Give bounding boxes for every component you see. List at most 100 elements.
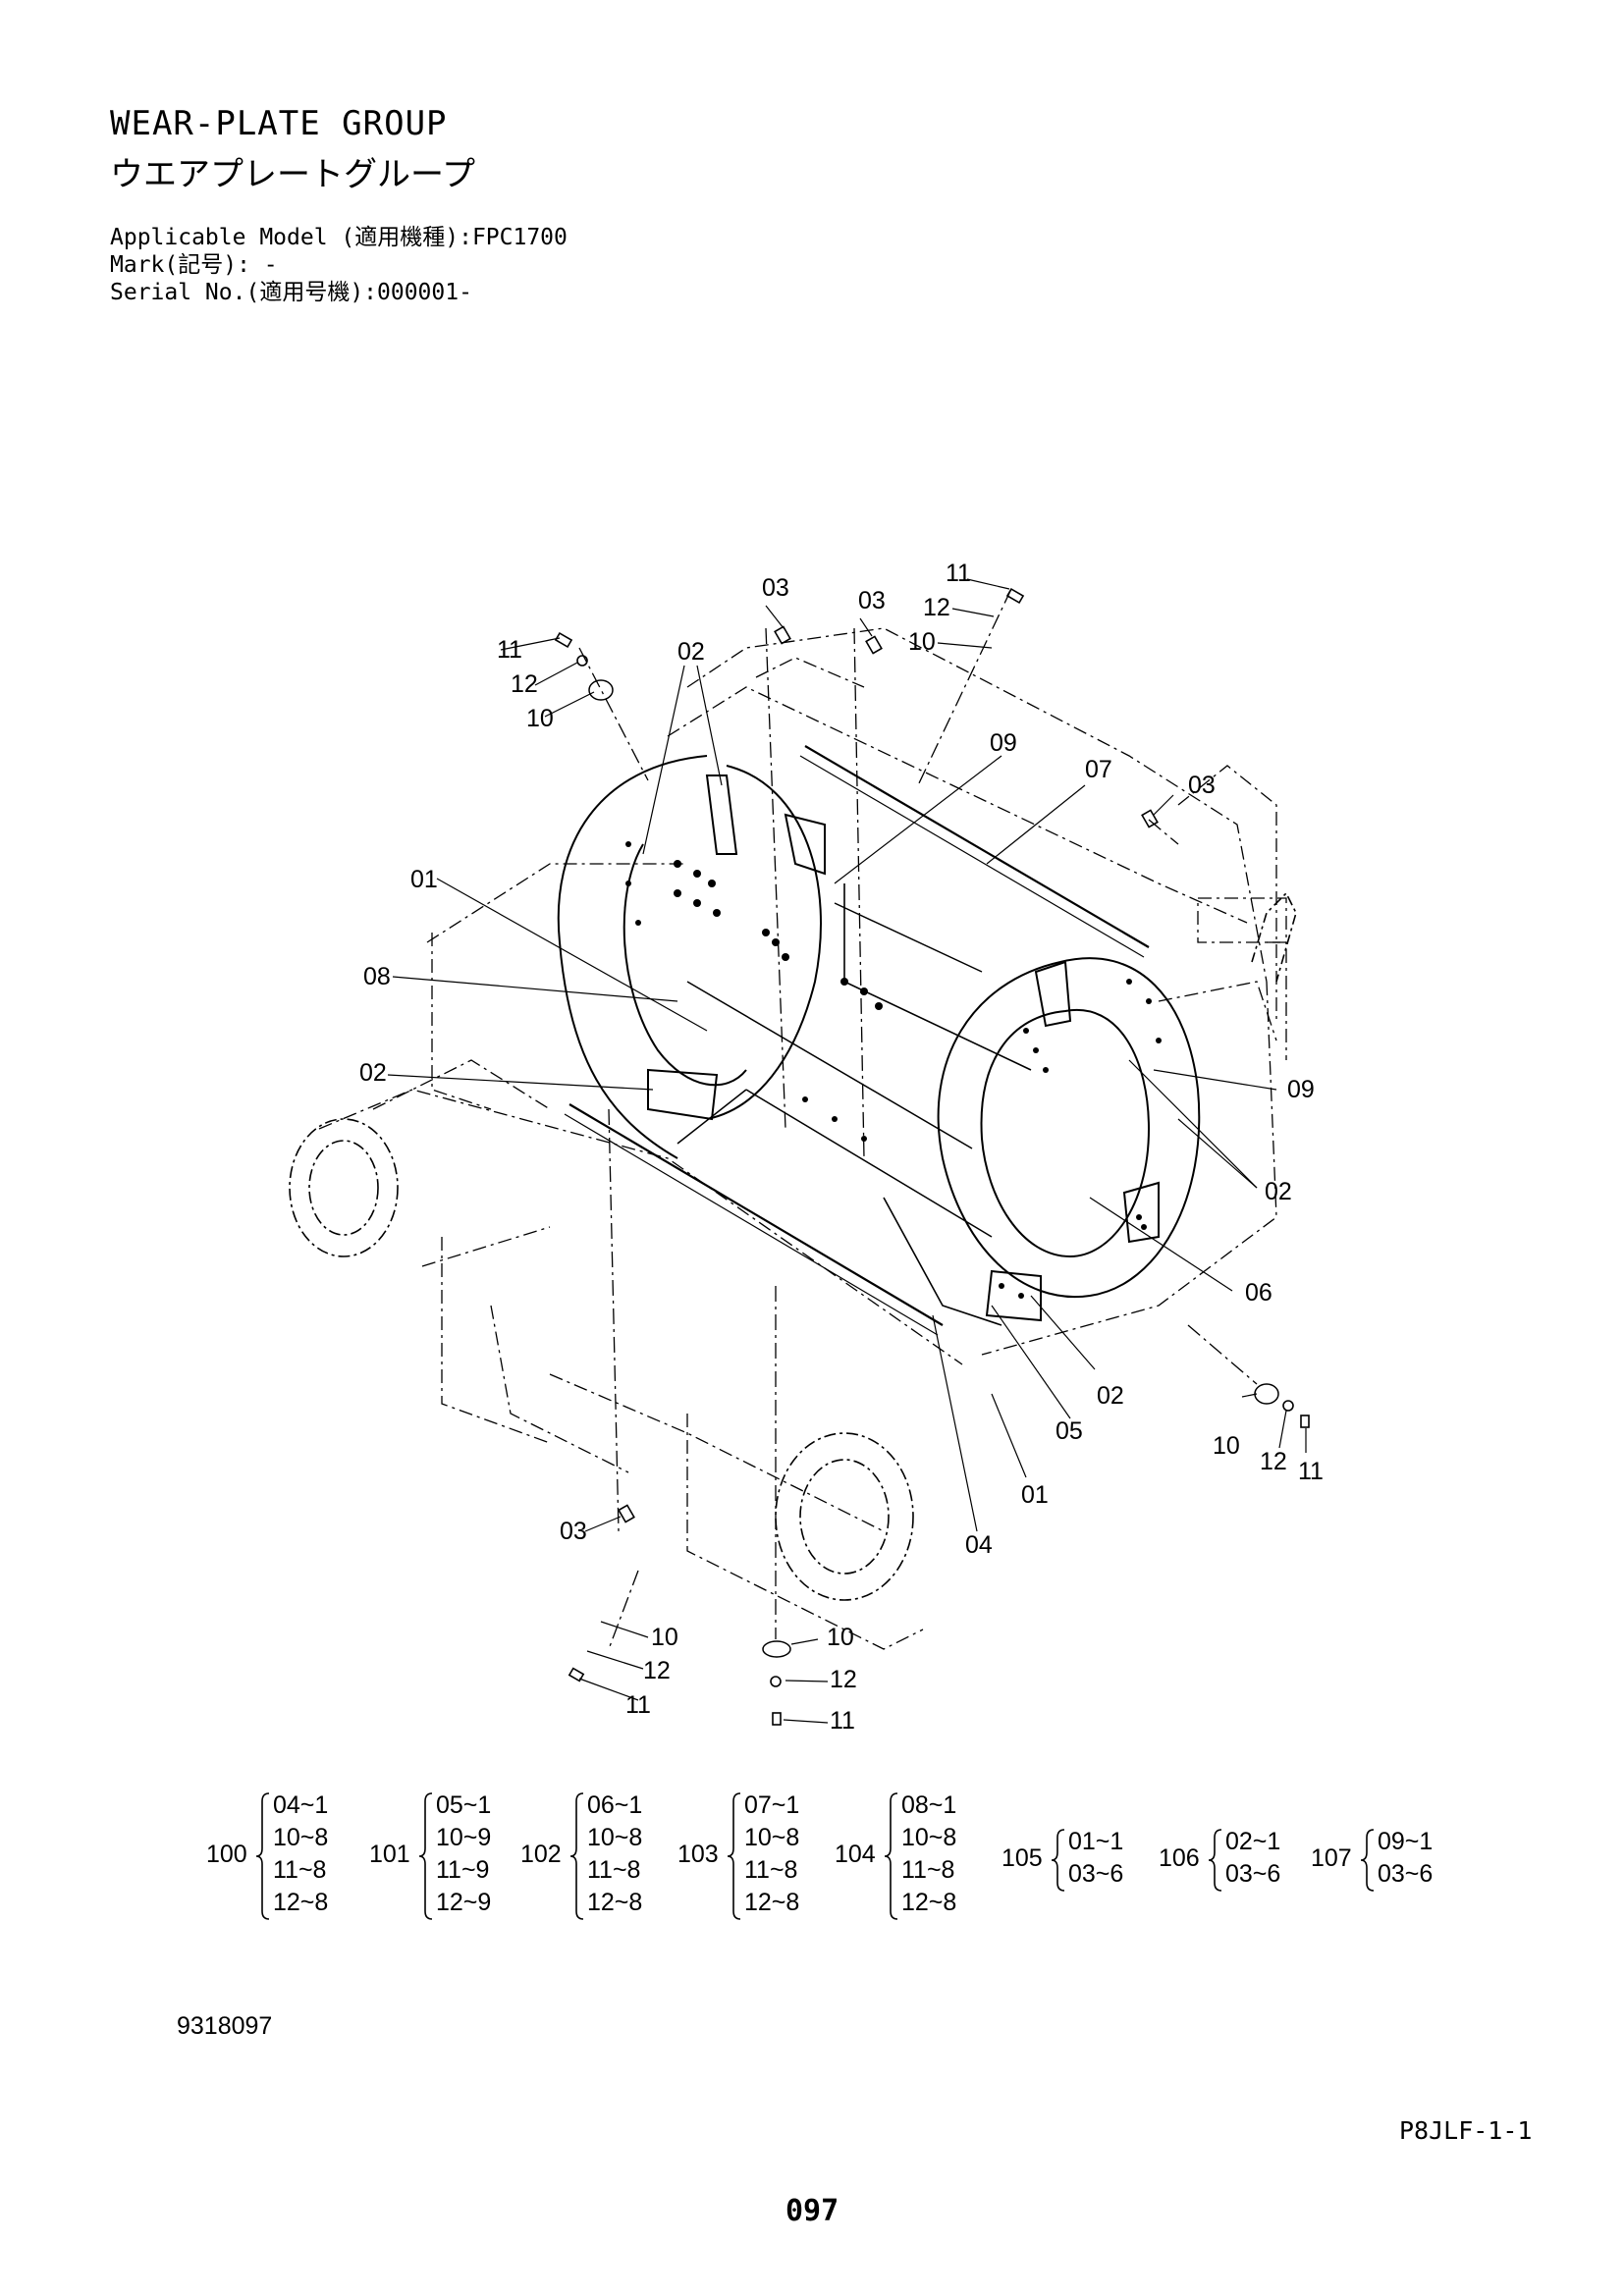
group-number: 104 [835, 1841, 876, 1868]
group-item: 03~6 [1378, 1860, 1434, 1888]
brace-icon [1051, 1829, 1065, 1892]
brace-icon [884, 1792, 898, 1920]
bottom-rail-strip [568, 1103, 944, 1326]
bolt-03-b [865, 635, 883, 655]
callout-11: 11 [830, 1707, 855, 1735]
applicable-model: Applicable Model (適用機種):FPC1700 [110, 225, 568, 250]
callout-01: 01 [410, 866, 438, 893]
group-item: 09~1 [1378, 1828, 1434, 1855]
callout-02: 02 [677, 638, 705, 666]
group-item: 12~8 [744, 1889, 800, 1916]
callout-03: 03 [858, 587, 886, 614]
callout-11: 11 [1298, 1458, 1324, 1485]
callout-06: 06 [1245, 1279, 1272, 1307]
drawing-number: 9318097 [177, 2012, 273, 2040]
bolt-11-top-left [554, 631, 573, 649]
callout-10: 10 [526, 705, 554, 732]
callout-02: 02 [1097, 1382, 1124, 1410]
group-number: 101 [369, 1841, 410, 1868]
callout-01: 01 [1021, 1481, 1049, 1509]
brace-icon [1360, 1829, 1375, 1892]
group-item: 03~6 [1225, 1860, 1281, 1888]
sheet-id: P8JLF-1-1 [1399, 2116, 1533, 2145]
callout-04: 04 [965, 1531, 993, 1559]
group-item: 11~8 [587, 1856, 641, 1884]
callout-12: 12 [830, 1666, 857, 1693]
callout-10: 10 [908, 628, 936, 656]
callout-10: 10 [827, 1624, 854, 1651]
group-item: 04~1 [273, 1791, 329, 1819]
callout-03: 03 [1188, 772, 1216, 799]
washer-bottom [762, 1640, 791, 1658]
callout-02: 02 [359, 1059, 387, 1087]
callout-05: 05 [1056, 1417, 1083, 1445]
group-item: 06~1 [587, 1791, 643, 1819]
right-wear-plate [937, 957, 1201, 1322]
callout-12: 12 [511, 670, 538, 698]
group-item: 11~8 [901, 1856, 955, 1884]
page-title-japanese: ウエアプレートグループ [110, 155, 475, 194]
brace-icon [418, 1792, 433, 1920]
assembly-group: 107 09~1 03~6 [1311, 1828, 1458, 1893]
frame-dashed-outline [318, 627, 1287, 1650]
group-number: 107 [1311, 1844, 1352, 1872]
group-item: 10~8 [744, 1824, 800, 1851]
callout-11: 11 [497, 636, 522, 664]
bolt-03-d [618, 1504, 635, 1523]
bolt-11-bottom-left [568, 1667, 585, 1682]
bottom-bore-ring [775, 1432, 914, 1601]
left-bore-ring [289, 1118, 399, 1257]
callout-12: 12 [643, 1657, 671, 1684]
top-rail-strip [804, 745, 1150, 948]
group-item: 10~9 [436, 1824, 492, 1851]
group-item: 10~8 [901, 1824, 957, 1851]
brace-icon [255, 1792, 270, 1920]
callout-07: 07 [1085, 756, 1112, 783]
callout-02: 02 [1265, 1178, 1292, 1205]
group-item: 08~1 [901, 1791, 957, 1819]
bolt-03-a [774, 625, 791, 645]
callout-11: 11 [625, 1691, 651, 1719]
callout-03: 03 [560, 1518, 587, 1545]
callout-09: 09 [990, 729, 1017, 757]
washer-right [1254, 1383, 1279, 1405]
group-item: 12~8 [901, 1889, 957, 1916]
assembly-group: 104 08~1 10~8 11~8 12~8 [835, 1791, 982, 1921]
group-item: 11~8 [273, 1856, 327, 1884]
washer-top-left [588, 679, 614, 701]
group-item: 10~8 [273, 1824, 329, 1851]
serial-number: Serial No.(適用号機):000001- [110, 280, 472, 305]
assembly-group: 100 04~1 10~8 11~8 12~8 [206, 1791, 353, 1921]
group-number: 103 [677, 1841, 719, 1868]
group-item: 02~1 [1225, 1828, 1281, 1855]
group-item: 12~8 [587, 1889, 643, 1916]
callout-09: 09 [1287, 1076, 1315, 1103]
bolt-11-right [1300, 1415, 1310, 1428]
assembly-group: 105 01~1 03~6 [1001, 1828, 1149, 1893]
callout-10: 10 [1213, 1432, 1240, 1460]
callout-08: 08 [363, 963, 391, 990]
callout-11: 11 [946, 560, 971, 587]
group-item: 05~1 [436, 1791, 492, 1819]
assembly-center-lines [578, 588, 1258, 1650]
assembly-group: 102 06~1 10~8 11~8 12~8 [520, 1791, 668, 1921]
group-number: 100 [206, 1841, 247, 1868]
assembly-group: 101 05~1 10~9 11~9 12~9 [369, 1791, 516, 1921]
group-number: 105 [1001, 1844, 1043, 1872]
group-item: 11~9 [436, 1856, 490, 1884]
group-item: 10~8 [587, 1824, 643, 1851]
bolt-holes [625, 841, 1162, 1299]
callout-12: 12 [1260, 1448, 1287, 1475]
group-item: 01~1 [1068, 1828, 1124, 1855]
group-item: 12~8 [273, 1889, 329, 1916]
bolt-03-c [1141, 809, 1159, 828]
group-item: 03~6 [1068, 1860, 1124, 1888]
brace-icon [1208, 1829, 1222, 1892]
brace-icon [569, 1792, 584, 1920]
group-number: 102 [520, 1841, 562, 1868]
bolt-11-bottom [772, 1712, 782, 1726]
group-item: 12~9 [436, 1889, 492, 1916]
